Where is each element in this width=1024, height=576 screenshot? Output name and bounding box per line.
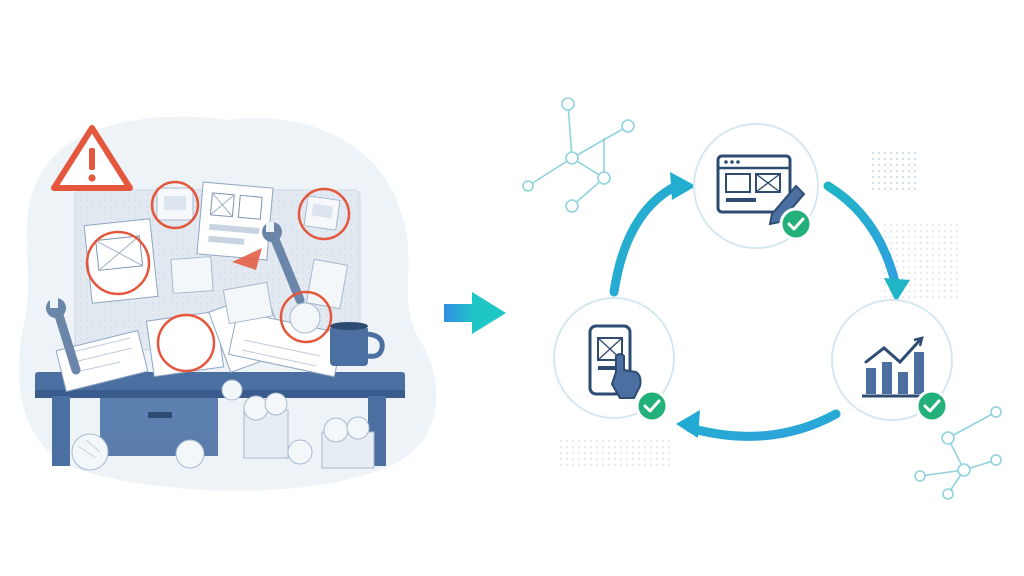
coffee-mug-icon [330, 322, 385, 366]
hand-pointer-icon [610, 353, 642, 399]
check-badge-icon [779, 207, 813, 241]
cycle-arrows [609, 181, 901, 441]
problem-highlight-circle [156, 313, 216, 373]
cycle-step-mobile [553, 297, 675, 423]
cycle-arrow-top-right [823, 181, 901, 291]
pinned-wireframe-paper [196, 181, 274, 261]
check-badge-icon [635, 389, 669, 423]
cycle-arrow-bottom [685, 409, 841, 441]
desk [35, 372, 405, 466]
red-marker-stroke [232, 248, 262, 270]
sticky-note [303, 195, 341, 231]
network-nodes-decoration [522, 97, 635, 213]
arrowhead [670, 172, 696, 200]
cycle-arrow-top-left [609, 181, 681, 297]
problem-highlight-circle [150, 180, 200, 230]
arrow-right-icon [444, 292, 506, 334]
messy-workflow-scene [18, 116, 437, 491]
mobile-tap-icon [588, 324, 642, 399]
wireframe-design-icon [716, 154, 806, 226]
network-nodes-decoration [914, 406, 1002, 500]
problem-highlight-circle [279, 290, 333, 344]
pinned-paper [170, 256, 349, 310]
warning-triangle-icon [51, 125, 133, 191]
check-badge-icon [915, 389, 949, 423]
wrench-icon [262, 222, 305, 305]
cycle-step-analytics [831, 299, 953, 423]
streamlined-cycle-scene [522, 97, 1002, 500]
arrowhead [884, 278, 910, 302]
crumpled-papers [71, 302, 375, 471]
dot-grid-decoration [560, 436, 670, 470]
cycle-step-design [693, 123, 819, 249]
growth-chart-icon [862, 336, 928, 398]
problem-highlight-circle [297, 187, 351, 241]
sticky-note [156, 187, 194, 221]
dot-grid-decoration [868, 150, 918, 190]
problem-highlight-circle [85, 230, 151, 296]
arrowhead [676, 410, 700, 438]
problem-highlight-circles [85, 180, 351, 373]
wrench-icon [46, 298, 81, 375]
